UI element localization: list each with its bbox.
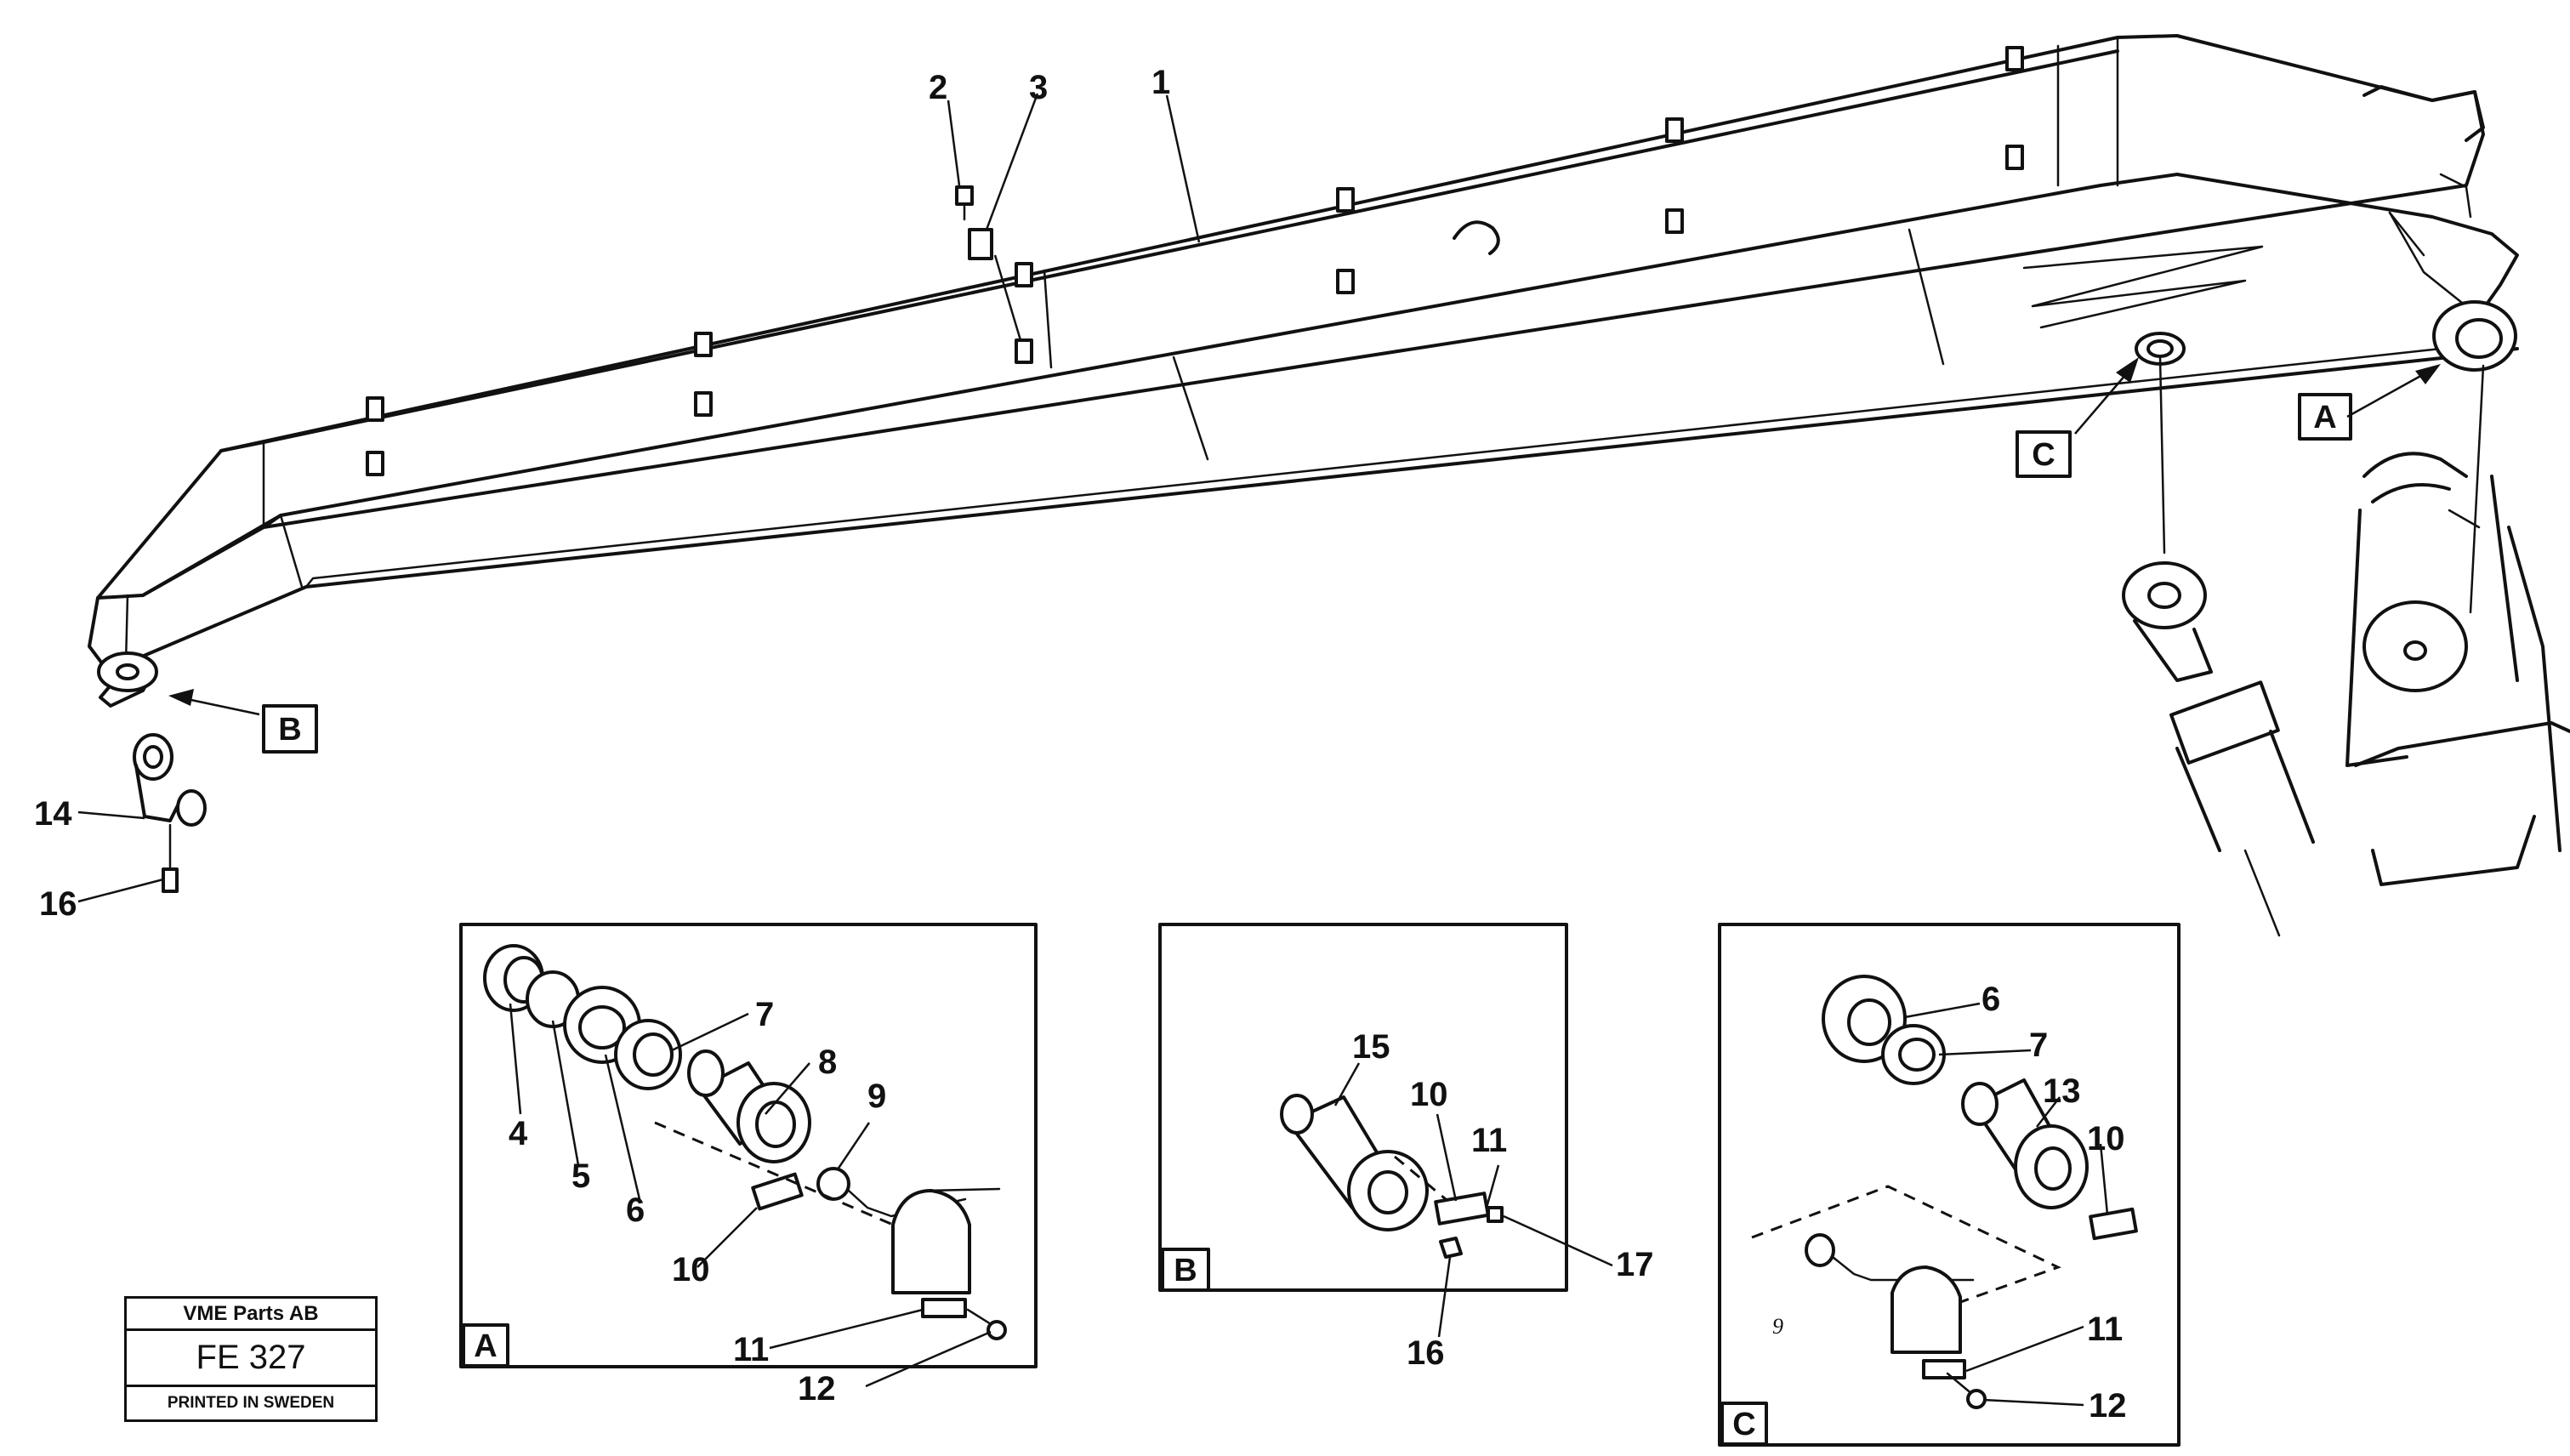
pivot-bosses — [2135, 300, 2517, 372]
clip-icon — [694, 332, 713, 417]
marker-b-main: B — [278, 712, 301, 748]
callout-7-a: 7 — [755, 996, 774, 1033]
clip-icon — [1015, 262, 1033, 364]
callout-11-b: 11 — [1471, 1122, 1507, 1159]
callout-10-b: 10 — [1410, 1076, 1448, 1113]
view-leaders — [168, 357, 2441, 716]
clip-icon — [366, 396, 384, 476]
detail-view-b — [1158, 923, 1568, 1292]
callout-14: 14 — [34, 795, 72, 833]
callout-10-c: 10 — [2087, 1120, 2125, 1157]
swivel-fitting-part — [133, 733, 207, 893]
detail-view-a — [459, 923, 1038, 1368]
marker-c-main: C — [2032, 437, 2055, 473]
callout-12-c: 12 — [2089, 1387, 2127, 1425]
callout-leaders — [77, 93, 2109, 1407]
callout-7-c: 7 — [2029, 1027, 2048, 1064]
callout-15: 15 — [1352, 1028, 1390, 1066]
callout-11-a: 11 — [733, 1331, 769, 1368]
marker-b-detail: B — [1174, 1253, 1197, 1288]
marker-c-detail: C — [1732, 1407, 1755, 1442]
callout-6-a: 6 — [626, 1192, 645, 1229]
view-marker-boxes: A C B A B C — [262, 393, 2352, 1446]
detail-view-c — [1718, 923, 2181, 1447]
callout-10-a: 10 — [672, 1251, 710, 1288]
clip-icon — [1665, 117, 1684, 234]
callout-16-b: 16 — [1407, 1334, 1445, 1372]
clip-icon — [1336, 187, 1355, 294]
callout-4: 4 — [509, 1115, 528, 1152]
callout-8: 8 — [818, 1044, 837, 1081]
stamp-code: FE 327 — [127, 1331, 375, 1387]
callout-12-a: 12 — [798, 1370, 836, 1408]
callout-1: 1 — [1151, 64, 1170, 101]
callout-11-c: 11 — [2087, 1311, 2123, 1348]
stamp-printed: PRINTED IN SWEDEN — [167, 1394, 335, 1412]
callout-17: 17 — [1616, 1246, 1654, 1283]
stamp-company: VME Parts AB — [127, 1299, 375, 1331]
boom-mount-bracket — [2345, 364, 2570, 886]
bolt-clip-parts — [955, 185, 993, 260]
hose-clips — [366, 46, 2024, 476]
nose-eye — [97, 651, 158, 692]
callout-5: 5 — [571, 1157, 590, 1195]
lifting-eye-icon — [1453, 220, 1500, 255]
marker-a-main: A — [2313, 400, 2336, 435]
callout-2: 2 — [929, 69, 947, 106]
callout-9-handwritten: 9 — [1772, 1314, 1783, 1339]
clip-icon — [2005, 46, 2024, 170]
callout-9: 9 — [867, 1078, 886, 1115]
callout-16-main: 16 — [39, 885, 77, 923]
callout-6-c: 6 — [1982, 981, 2000, 1018]
marker-a-detail: A — [474, 1328, 497, 1364]
lift-cylinder — [2122, 355, 2315, 937]
title-stamp: VME Parts AB FE 327 PRINTED IN SWEDEN — [124, 1296, 378, 1422]
callout-3: 3 — [1029, 69, 1048, 106]
callout-13: 13 — [2043, 1072, 2081, 1110]
callout-labels: 1 2 3 14 16 4 5 6 7 8 9 10 11 12 15 10 1… — [34, 64, 2127, 1425]
